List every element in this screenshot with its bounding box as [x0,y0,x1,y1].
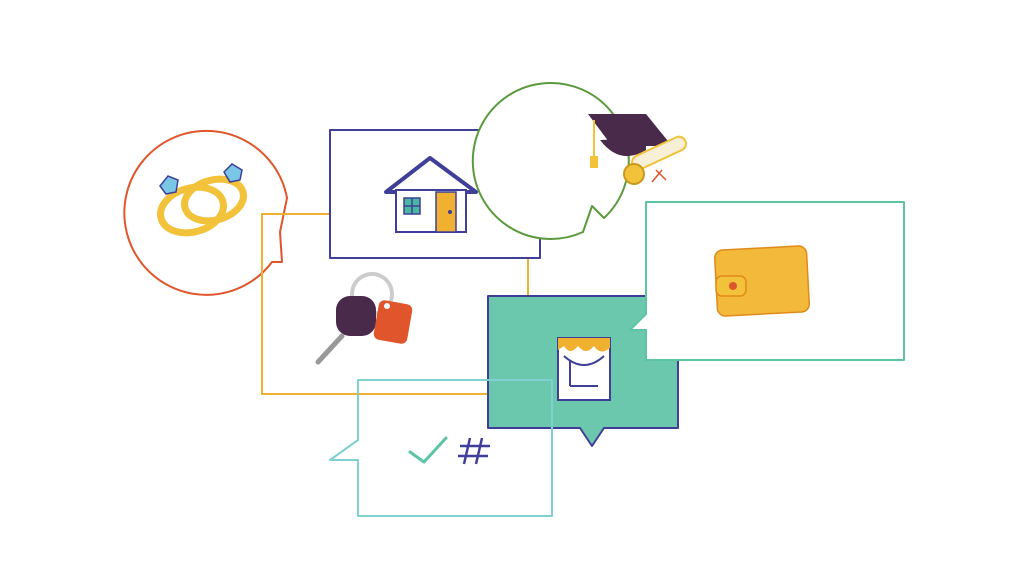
wallet-bubble [629,201,905,361]
paint-bubble [487,295,679,447]
keys-bubble [261,213,529,395]
house-icon [384,156,478,233]
check-hash-icon [408,436,490,465]
graduation-bubble [471,81,687,240]
checklist-bubble [329,379,553,517]
graduation-cap-icon [588,114,687,185]
car-keys-icon [315,272,413,365]
wedding-rings-icon [157,163,247,237]
paint-bucket-icon [557,337,611,401]
wallet-icon [713,245,811,317]
rings-bubble [123,129,288,296]
